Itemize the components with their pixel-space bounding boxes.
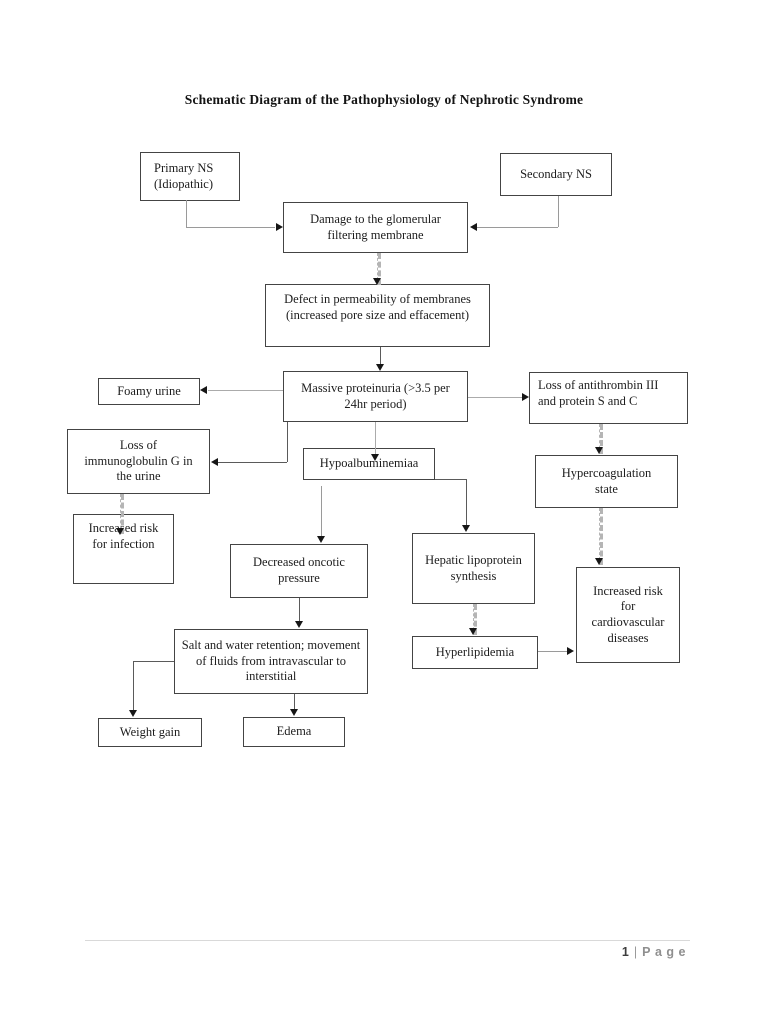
page-number: 1 bbox=[621, 945, 629, 959]
node-primary-ns: Primary NS (Idiopathic) bbox=[140, 152, 240, 201]
arrowhead-icon bbox=[462, 525, 470, 532]
edge-defect-massive-v bbox=[380, 347, 381, 364]
edge-hypoalbuminemia-hepatic-v bbox=[466, 479, 467, 526]
node-weight-gain: Weight gain bbox=[98, 718, 202, 747]
page-title: Schematic Diagram of the Pathophysiology… bbox=[184, 92, 584, 107]
arrowhead-icon bbox=[469, 628, 477, 635]
node-hypoalbuminemia: Hypoalbuminemiaa bbox=[303, 448, 435, 480]
edge-hypercoagulation-cardio-v bbox=[599, 508, 603, 565]
edge-massive-hypoalbuminemia-v bbox=[375, 422, 376, 455]
node-massive-proteinuria: Massive proteinuria (>3.5 per 24hr perio… bbox=[283, 371, 468, 422]
edge-hypoalbuminemia-oncotic-v bbox=[321, 486, 322, 537]
node-foamy-urine: Foamy urine bbox=[98, 378, 200, 405]
edge-primary-damage-v bbox=[186, 200, 187, 227]
node-hepatic-lipoprotein: Hepatic lipoprotein synthesis bbox=[412, 533, 535, 604]
arrowhead-icon bbox=[470, 223, 477, 231]
edge-secondary-damage-v bbox=[558, 196, 559, 227]
footer: 1 | Page bbox=[622, 945, 690, 959]
node-loss-immunoglobulin: Loss of immunoglobulin G in the urine bbox=[67, 429, 210, 494]
edge-salt-weightgain-v bbox=[133, 661, 134, 711]
node-hyperlipidemia: Hyperlipidemia bbox=[412, 636, 538, 669]
edge-salt-weightgain-h bbox=[133, 661, 174, 662]
arrowhead-icon bbox=[200, 386, 207, 394]
arrowhead-icon bbox=[211, 458, 218, 466]
arrowhead-icon bbox=[595, 558, 603, 565]
edge-secondary-damage-h bbox=[477, 227, 558, 228]
footer-separator: | bbox=[633, 945, 638, 959]
node-damage-glomerular: Damage to the glomerular filtering membr… bbox=[283, 202, 468, 253]
edge-massive-foamy-h bbox=[208, 390, 283, 391]
node-increased-cardiovascular-risk: Increased risk for cardiovascular diseas… bbox=[576, 567, 680, 663]
edge-massive-immunoglobulin-h bbox=[218, 462, 287, 463]
edge-massive-antithrombin-h bbox=[468, 397, 522, 398]
node-loss-antithrombin: Loss of antithrombin III and protein S a… bbox=[529, 372, 688, 424]
edge-hyperlipidemia-cardio-h bbox=[538, 651, 567, 652]
arrowhead-icon bbox=[376, 364, 384, 371]
arrowhead-icon bbox=[595, 447, 603, 454]
node-defect-permeability: Defect in permeability of membranes (inc… bbox=[265, 284, 490, 347]
arrowhead-icon bbox=[373, 278, 381, 285]
arrowhead-icon bbox=[317, 536, 325, 543]
edge-hypoalbuminemia-hepatic-h bbox=[435, 479, 467, 480]
node-hypercoagulation: Hypercoagulation state bbox=[535, 455, 678, 508]
arrowhead-icon bbox=[371, 454, 379, 461]
node-secondary-ns: Secondary NS bbox=[500, 153, 612, 196]
edge-salt-edema-v bbox=[294, 694, 295, 710]
arrowhead-icon bbox=[522, 393, 529, 401]
arrowhead-icon bbox=[276, 223, 283, 231]
arrowhead-icon bbox=[290, 709, 298, 716]
edge-primary-damage-h bbox=[186, 227, 275, 228]
arrowhead-icon bbox=[567, 647, 574, 655]
footer-divider bbox=[85, 940, 690, 941]
edge-massive-immunoglobulin-v bbox=[287, 422, 288, 462]
node-edema: Edema bbox=[243, 717, 345, 747]
footer-page-label: Page bbox=[642, 945, 690, 959]
edge-oncotic-salt-v bbox=[299, 598, 300, 622]
arrowhead-icon bbox=[295, 621, 303, 628]
arrowhead-icon bbox=[129, 710, 137, 717]
node-decreased-oncotic: Decreased oncotic pressure bbox=[230, 544, 368, 598]
arrowhead-icon bbox=[116, 528, 124, 535]
node-salt-water-retention: Salt and water retention; movement of fl… bbox=[174, 629, 368, 694]
